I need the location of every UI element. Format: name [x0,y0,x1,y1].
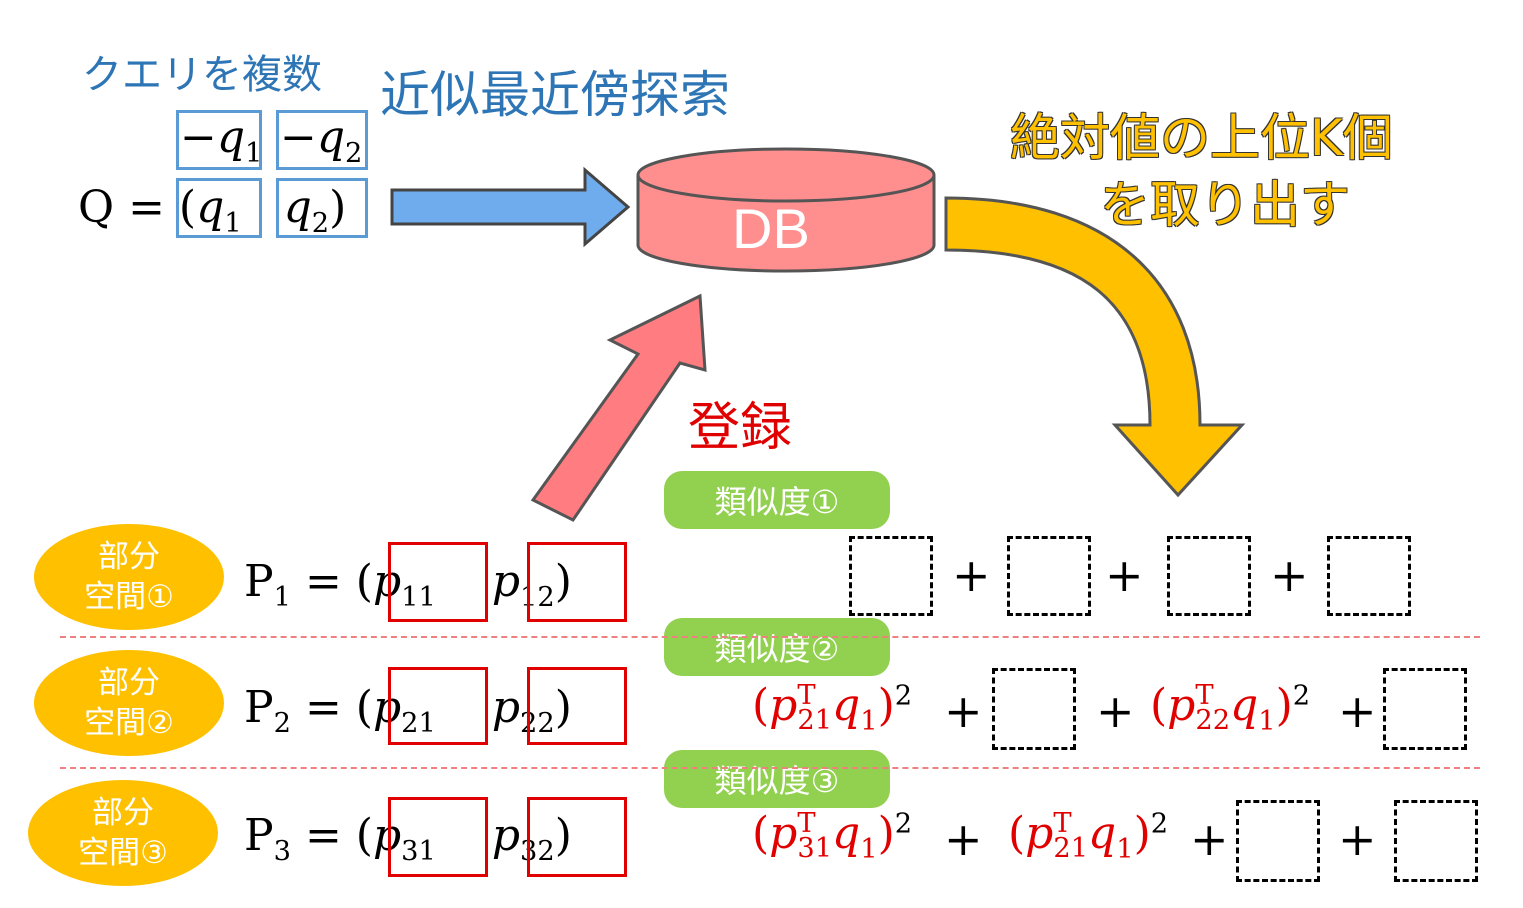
row-separator-1 [60,636,1480,638]
subspace-2-badge: 部分空間② [34,650,224,756]
p22-box [527,667,627,745]
p32-box [527,797,627,877]
register-arrow [530,293,707,522]
neg-q2-box [276,110,368,170]
db-label: DB [732,197,810,260]
q2-box [276,178,368,238]
sim3-plus-2: + [1190,812,1229,866]
sim3-plus-3: + [1338,812,1377,866]
sim1-plus-3: + [1270,548,1309,602]
similarity-1-label: 類似度① [664,471,890,529]
sim1-empty-slot-1 [849,536,933,616]
sim3-plus-1: + [944,812,983,866]
abs-topk-label-line1: 絶対値の上位K個 [1010,109,1393,167]
subspace-2-equation: P2 = (p21 p22) [244,682,572,739]
subspace-3-equation: P3 = (p31 p32) [244,810,572,867]
neg-q2: −q2 [280,112,363,169]
p21-box [388,667,488,745]
row-separator-2 [60,767,1480,769]
sim1-plus-2: + [1105,548,1144,602]
similarity-3-label: 類似度③ [664,750,890,808]
sim2-empty-slot-2 [1383,668,1467,750]
subspace-3-badge: 部分空間③ [28,780,218,886]
similarity-2-label: 類似度② [664,618,890,676]
subspace-1-equation: P1 = (p11 p12) [244,556,572,613]
sim2-plus-2: + [1096,684,1135,738]
db-cylinder [636,147,936,273]
query-equation: Q = (q1 q2) [78,182,347,239]
register-label: 登録 [688,398,793,458]
abs-topk-label-line2: を取り出す [1100,176,1350,234]
neg-q1: −q1 [180,112,263,169]
sim1-empty-slot-2 [1007,536,1091,616]
query-arrow [390,166,631,248]
ann-search-label: 近似最近傍探索 [380,66,730,124]
p12-box [527,542,627,622]
sim2-plus-3: + [1338,684,1377,738]
p31-box [388,797,488,877]
sim1-empty-slot-3 [1167,536,1251,616]
p11-box [388,542,488,622]
sim2-plus-1: + [944,684,983,738]
sim1-plus-1: + [952,548,991,602]
subspace-1-badge: 部分空間① [34,524,224,630]
sim3-empty-slot-2 [1394,800,1478,882]
neg-q1-box [176,110,262,170]
sim3-empty-slot-1 [1236,800,1320,882]
sim2-empty-slot-1 [992,668,1076,750]
topk-arrow [944,196,1246,498]
sim1-empty-slot-4 [1327,536,1411,616]
query-multiple-label: クエリを複数 [82,52,322,98]
q1-box [176,178,262,238]
